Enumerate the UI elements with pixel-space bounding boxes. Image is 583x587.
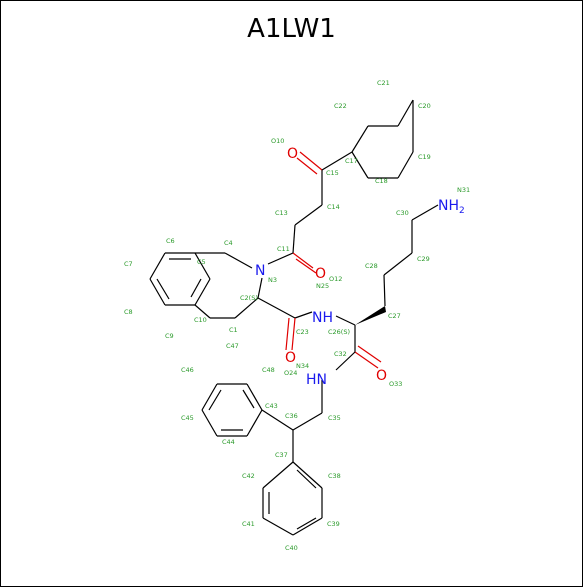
label-n3: N3 [268, 276, 277, 284]
label-c37: C37 [275, 451, 288, 459]
label-c36: C36 [285, 412, 298, 420]
atom-n25: NH [312, 310, 333, 326]
label-c19: C19 [418, 153, 431, 161]
label-c21: C21 [377, 79, 390, 87]
atom-o24: O [285, 350, 296, 366]
label-c40: C40 [285, 544, 298, 552]
label-c44: C44 [222, 438, 235, 446]
label-c13: C13 [275, 209, 288, 217]
label-c41: C41 [242, 520, 255, 528]
label-c28: C28 [365, 262, 378, 270]
label-c4: C4 [224, 239, 233, 247]
label-c9: C9 [165, 332, 174, 340]
atom-n34: HN [306, 372, 327, 388]
label-c1: C1 [229, 326, 238, 334]
label-c2: C2(S) [240, 294, 258, 302]
bonds-diphenyl-lower [262, 461, 323, 536]
label-n25: N25 [316, 282, 329, 290]
label-c47: C47 [226, 342, 239, 350]
label-o33: O33 [389, 380, 402, 388]
atom-o33: O [376, 368, 387, 384]
label-c45: C45 [181, 414, 194, 422]
label-c30: C30 [396, 209, 409, 217]
label-c32: C32 [334, 350, 347, 358]
label-c6: C6 [166, 237, 175, 245]
label-c39: C39 [327, 520, 340, 528]
bonds-diphenyl-upper [201, 383, 263, 437]
label-c14: C14 [327, 203, 340, 211]
page-title: A1LW1 [247, 14, 336, 44]
label-o10: O10 [271, 137, 284, 145]
label-c11: C11 [277, 245, 290, 253]
label-o24: O24 [284, 369, 297, 377]
atom-n3: N [255, 263, 265, 279]
label-c42: C42 [242, 472, 255, 480]
label-c48: C48 [262, 366, 275, 374]
label-c10: C10 [194, 316, 207, 324]
label-c43: C43 [265, 402, 278, 410]
label-c23: C23 [296, 328, 309, 336]
label-c35: C35 [328, 414, 341, 422]
atom-o12: O [315, 266, 326, 282]
label-n34: N34 [296, 362, 309, 370]
label-n31: N31 [457, 186, 470, 194]
bonds-backbone [257, 204, 439, 462]
atom-index-labels: C4 C6 C7 C8 C9 C5 C10 C1 C47 C2(S) N3 C1… [124, 79, 470, 552]
label-c8: C8 [124, 308, 133, 316]
label-c38: C38 [328, 472, 341, 480]
label-c46: C46 [181, 366, 194, 374]
label-o12: O12 [329, 275, 342, 283]
label-c17: C17 [345, 157, 358, 165]
label-c26: C26(S) [328, 328, 350, 336]
label-c22: C22 [334, 102, 347, 110]
label-c29: C29 [417, 255, 430, 263]
label-c20: C20 [418, 102, 431, 110]
atom-o10: O [287, 146, 298, 162]
bonds-benzoyl-ring [351, 99, 414, 179]
atom-n31: NH2 [438, 198, 465, 216]
label-c18: C18 [375, 177, 388, 185]
label-c5: C5 [197, 258, 206, 266]
bonds-isoquinoline [149, 151, 353, 319]
label-c7: C7 [124, 260, 133, 268]
label-c27: C27 [388, 312, 401, 320]
label-c15: C15 [326, 169, 339, 177]
